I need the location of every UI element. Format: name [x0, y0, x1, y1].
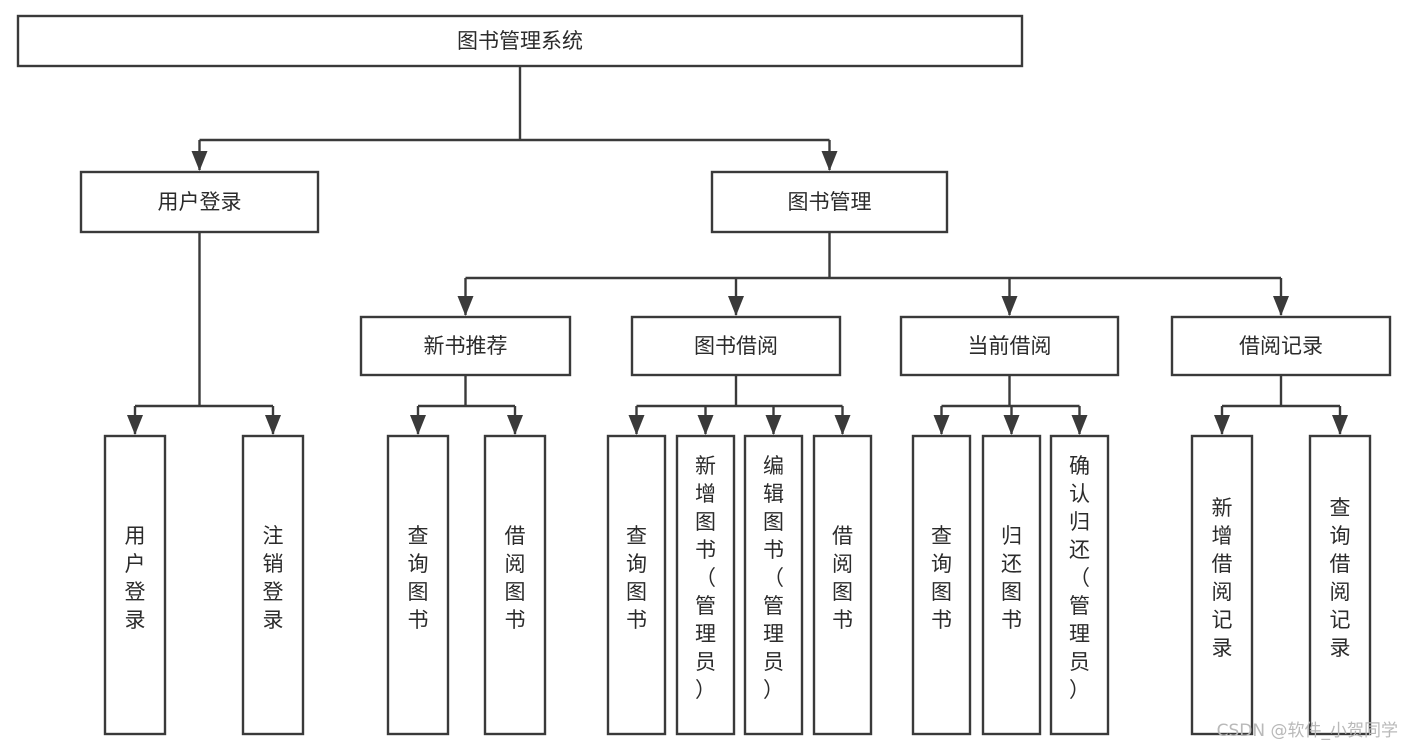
node-label-root: 图书管理系统: [457, 29, 583, 53]
arrow-head-icon-leaf-confirm-return-admin: [1071, 415, 1088, 435]
arrow-head-icon-book-borrow: [728, 296, 744, 316]
node-box-leaf-edit-book-admin: [743, 434, 804, 736]
node-box-new-book-recommend: [359, 315, 572, 377]
node-root[interactable]: 图书管理系统: [16, 14, 1024, 68]
node-leaf-query-book-1[interactable]: 查询图书: [386, 434, 450, 736]
node-layer: 用户登录图书管理图书管理系统新书推荐图书借阅当前借阅借阅记录用户登录注销登录查询…: [16, 14, 1392, 736]
node-box-leaf-query-book-2: [606, 434, 667, 736]
node-label-current-borrow: 当前借阅: [968, 334, 1052, 358]
node-new-book-recommend[interactable]: 新书推荐: [359, 315, 572, 377]
node-label-leaf-query-book-2: 查询图书: [626, 524, 647, 632]
node-label-leaf-logout: 注销登录: [263, 524, 284, 632]
arrow-head-icon-leaf-borrow-book-2: [834, 415, 851, 435]
node-borrow-record[interactable]: 借阅记录: [1170, 315, 1392, 377]
arrow-head-icon-leaf-return-book: [1003, 415, 1020, 435]
node-box-user-login: [79, 170, 320, 234]
arrow-head-icon-book-management: [821, 151, 838, 171]
node-box-leaf-add-borrow-record: [1190, 434, 1254, 736]
arrow-head-icon-user-login: [191, 151, 208, 171]
node-label-new-book-recommend: 新书推荐: [424, 334, 508, 358]
node-box-leaf-add-book-admin: [675, 434, 736, 736]
arrow-head-icon-leaf-add-borrow-record: [1214, 415, 1230, 435]
arrow-head-icon-leaf-query-book-3: [933, 415, 950, 435]
node-leaf-query-borrow-record[interactable]: 查询借阅记录: [1308, 434, 1372, 736]
node-box-book-borrow: [630, 315, 842, 377]
arrow-head-icon-leaf-borrow-book-1: [507, 415, 523, 435]
node-label-leaf-borrow-book-1: 借阅图书: [505, 524, 526, 632]
node-leaf-query-book-2[interactable]: 查询图书: [606, 434, 667, 736]
node-leaf-query-book-3[interactable]: 查询图书: [911, 434, 972, 736]
node-box-borrow-record: [1170, 315, 1392, 377]
node-label-leaf-borrow-book-2: 借阅图书: [832, 524, 853, 632]
arrow-head-icon-leaf-edit-book-admin: [765, 415, 782, 435]
node-leaf-edit-book-admin[interactable]: 编辑图书（管理员）: [743, 434, 804, 736]
node-label-user-login: 用户登录: [158, 190, 242, 214]
node-leaf-logout[interactable]: 注销登录: [241, 434, 305, 736]
arrow-head-icon-borrow-record: [1273, 296, 1289, 316]
node-label-leaf-add-borrow-record: 新增借阅记录: [1212, 496, 1233, 660]
node-box-leaf-query-borrow-record: [1308, 434, 1372, 736]
arrow-head-icon-leaf-query-borrow-record: [1332, 415, 1348, 435]
node-label-borrow-record: 借阅记录: [1239, 334, 1323, 358]
node-box-leaf-confirm-return-admin: [1049, 434, 1110, 736]
node-book-borrow[interactable]: 图书借阅: [630, 315, 842, 377]
node-label-leaf-return-book: 归还图书: [1001, 524, 1022, 632]
node-box-root: [16, 14, 1024, 68]
node-box-leaf-borrow-book-1: [483, 434, 547, 736]
node-leaf-user-login[interactable]: 用户登录: [103, 434, 167, 736]
node-box-leaf-borrow-book-2: [812, 434, 873, 736]
node-label-book-borrow: 图书借阅: [694, 334, 778, 358]
node-current-borrow[interactable]: 当前借阅: [899, 315, 1120, 377]
node-label-leaf-add-book-admin: 新增图书（管理员）: [695, 454, 716, 702]
node-label-leaf-query-borrow-record: 查询借阅记录: [1330, 496, 1351, 660]
node-box-leaf-query-book-3: [911, 434, 972, 736]
arrow-head-icon-leaf-query-book-1: [410, 415, 426, 435]
node-label-leaf-query-book-1: 查询图书: [408, 524, 429, 632]
arrow-head-icon-new-book-recommend: [457, 296, 474, 316]
node-book-management[interactable]: 图书管理: [710, 170, 949, 234]
node-leaf-add-book-admin[interactable]: 新增图书（管理员）: [675, 434, 736, 736]
arrow-head-icon-leaf-add-book-admin: [697, 415, 714, 435]
arrow-head-icon-leaf-user-login: [127, 415, 143, 435]
node-label-leaf-edit-book-admin: 编辑图书（管理员）: [763, 454, 784, 702]
arrow-head-icon-leaf-logout: [265, 415, 281, 435]
node-label-book-management: 图书管理: [788, 190, 872, 214]
node-label-leaf-user-login: 用户登录: [125, 524, 146, 632]
node-user-login[interactable]: 用户登录: [79, 170, 320, 234]
csdn-watermark: CSDN @软件_小贺同学: [1217, 721, 1398, 741]
arrow-head-icon-leaf-query-book-2: [628, 415, 645, 435]
node-box-current-borrow: [899, 315, 1120, 377]
node-label-leaf-confirm-return-admin: 确认归还（管理员）: [1069, 454, 1090, 702]
arrow-head-icon-current-borrow: [1001, 296, 1018, 316]
node-box-leaf-logout: [241, 434, 305, 736]
node-label-leaf-query-book-3: 查询图书: [931, 524, 952, 632]
node-leaf-return-book[interactable]: 归还图书: [981, 434, 1042, 736]
node-leaf-borrow-book-1[interactable]: 借阅图书: [483, 434, 547, 736]
node-leaf-confirm-return-admin[interactable]: 确认归还（管理员）: [1049, 434, 1110, 736]
node-leaf-borrow-book-2[interactable]: 借阅图书: [812, 434, 873, 736]
node-leaf-add-borrow-record[interactable]: 新增借阅记录: [1190, 434, 1254, 736]
connector-layer: [127, 66, 1348, 435]
node-box-book-management: [710, 170, 949, 234]
node-box-leaf-return-book: [981, 434, 1042, 736]
node-box-leaf-user-login: [103, 434, 167, 736]
node-box-leaf-query-book-1: [386, 434, 450, 736]
